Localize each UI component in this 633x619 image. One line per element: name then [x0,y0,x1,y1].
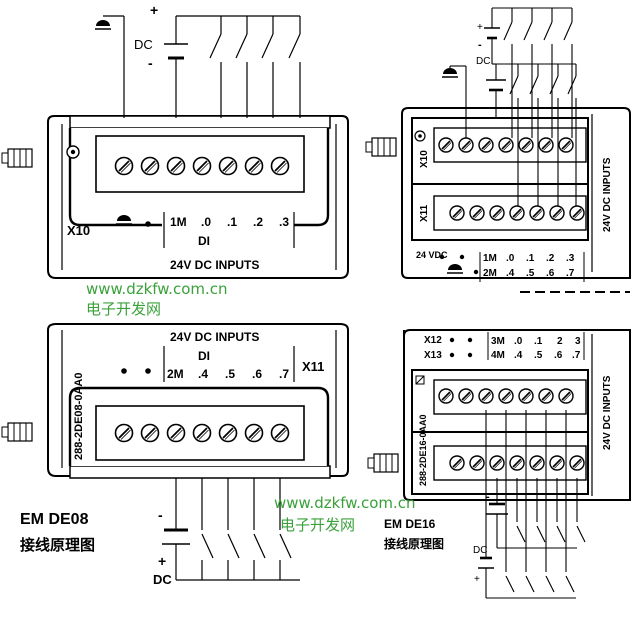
terminal-label: .6 [252,367,262,381]
left-bottom-minus: - [158,507,163,523]
terminal-label: .7 [566,268,575,279]
right-bottom-plus: + [474,574,480,585]
left-bottom-label: 24V DC INPUTS [170,330,259,344]
left-top-dc: DC [134,37,153,52]
left-top-minus: - [148,55,153,71]
terminal-label: .3 [566,253,575,264]
right-bottom-connector-b: X13 [424,350,442,361]
terminal-label: .2 [253,215,263,229]
right-top-module [365,107,631,293]
terminal-label: .7 [572,350,581,361]
right-top-label: 24V DC INPUTS [602,157,613,232]
terminal-label: 3M [491,336,505,347]
terminal-label: .0 [514,336,523,347]
watermark-url: www.dzkfw.com.cn [274,494,416,512]
left-top-wiring [103,15,301,118]
terminal-label: .1 [526,253,535,264]
right-bottom-wiring [478,410,586,599]
terminal-label: .0 [201,215,211,229]
terminal-label: 2 [557,336,563,347]
right-bottom-row2-labels: 4M .4 .5 .6 .7 [491,350,581,361]
left-bottom-module [1,323,349,479]
terminal-label: 2M [167,367,184,381]
right-top-row2-labels: 2M .4 .5 .6 .7 [483,268,575,279]
right-top-supply-label: 24 VDC [416,250,448,260]
watermark-name: 电子开发网 [280,516,355,534]
right-top-connector-a: X10 [419,150,430,168]
terminal-label: .1 [534,336,543,347]
left-top-terminal-labels: 1M .0 .1 .2 .3 [170,215,289,229]
right-part-number: 288-2DE16-0AA0 [418,414,428,486]
right-top-row1-labels: 1M .0 .1 .2 .3 [483,253,575,264]
right-bottom-label: 24V DC INPUTS [602,375,613,450]
left-bottom-group: DI [198,349,210,363]
right-top-minus: - [478,39,482,51]
terminal-label: .3 [279,215,289,229]
terminal-label: .1 [227,215,237,229]
left-bottom-wiring [162,478,300,581]
left-bottom-terminal-labels: 2M .4 .5 .6 .7 [167,367,289,381]
terminal-label: .2 [546,253,555,264]
terminal-label: 4M [491,350,505,361]
terminal-label: .6 [546,268,555,279]
terminal-label: .5 [534,350,543,361]
left-module-subtitle: 接线原理图 [20,536,95,554]
terminal-label: .4 [514,350,523,361]
terminal-label: 1M [170,215,187,229]
terminal-label: 3 [575,336,581,347]
terminal-label: .5 [225,367,235,381]
left-module-title: EM DE08 [20,511,89,528]
left-top-module [1,115,349,279]
right-top-dc: DC [476,56,490,67]
terminal-label: .4 [198,367,208,381]
right-bottom-dc: DC [473,545,487,556]
left-top-connector: X10 [67,223,90,238]
terminal-label: .4 [506,268,515,279]
left-part-number: 288-2DE08-0AA0 [73,373,85,460]
right-top-connector-b: X11 [419,204,430,222]
left-top-label: 24V DC INPUTS [170,258,259,272]
left-top-plus: + [150,2,158,18]
right-bottom-row1-labels: 3M .0 .1 2 3 [491,336,581,347]
terminal-label: .7 [279,367,289,381]
right-module-title: EM DE16 [384,517,436,531]
left-top-group: DI [198,234,210,248]
left-bottom-dc: DC [153,572,172,587]
terminal-label: .6 [554,350,563,361]
right-bottom-minus: - [486,491,490,503]
right-top-plus: + [477,22,483,33]
left-bottom-connector: X11 [302,359,324,374]
terminal-label: 2M [483,268,497,279]
right-bottom-connector-a: X12 [424,335,442,346]
right-module-subtitle: 接线原理图 [384,536,444,551]
right-top-wiring [449,7,577,206]
left-bottom-plus: + [158,553,166,569]
terminal-label: .5 [526,268,535,279]
right-bottom-module [367,329,631,501]
terminal-label: 1M [483,253,497,264]
terminal-label: .0 [506,253,515,264]
watermark-name: 电子开发网 [86,300,161,318]
watermark-url: www.dzkfw.com.cn [86,280,228,298]
